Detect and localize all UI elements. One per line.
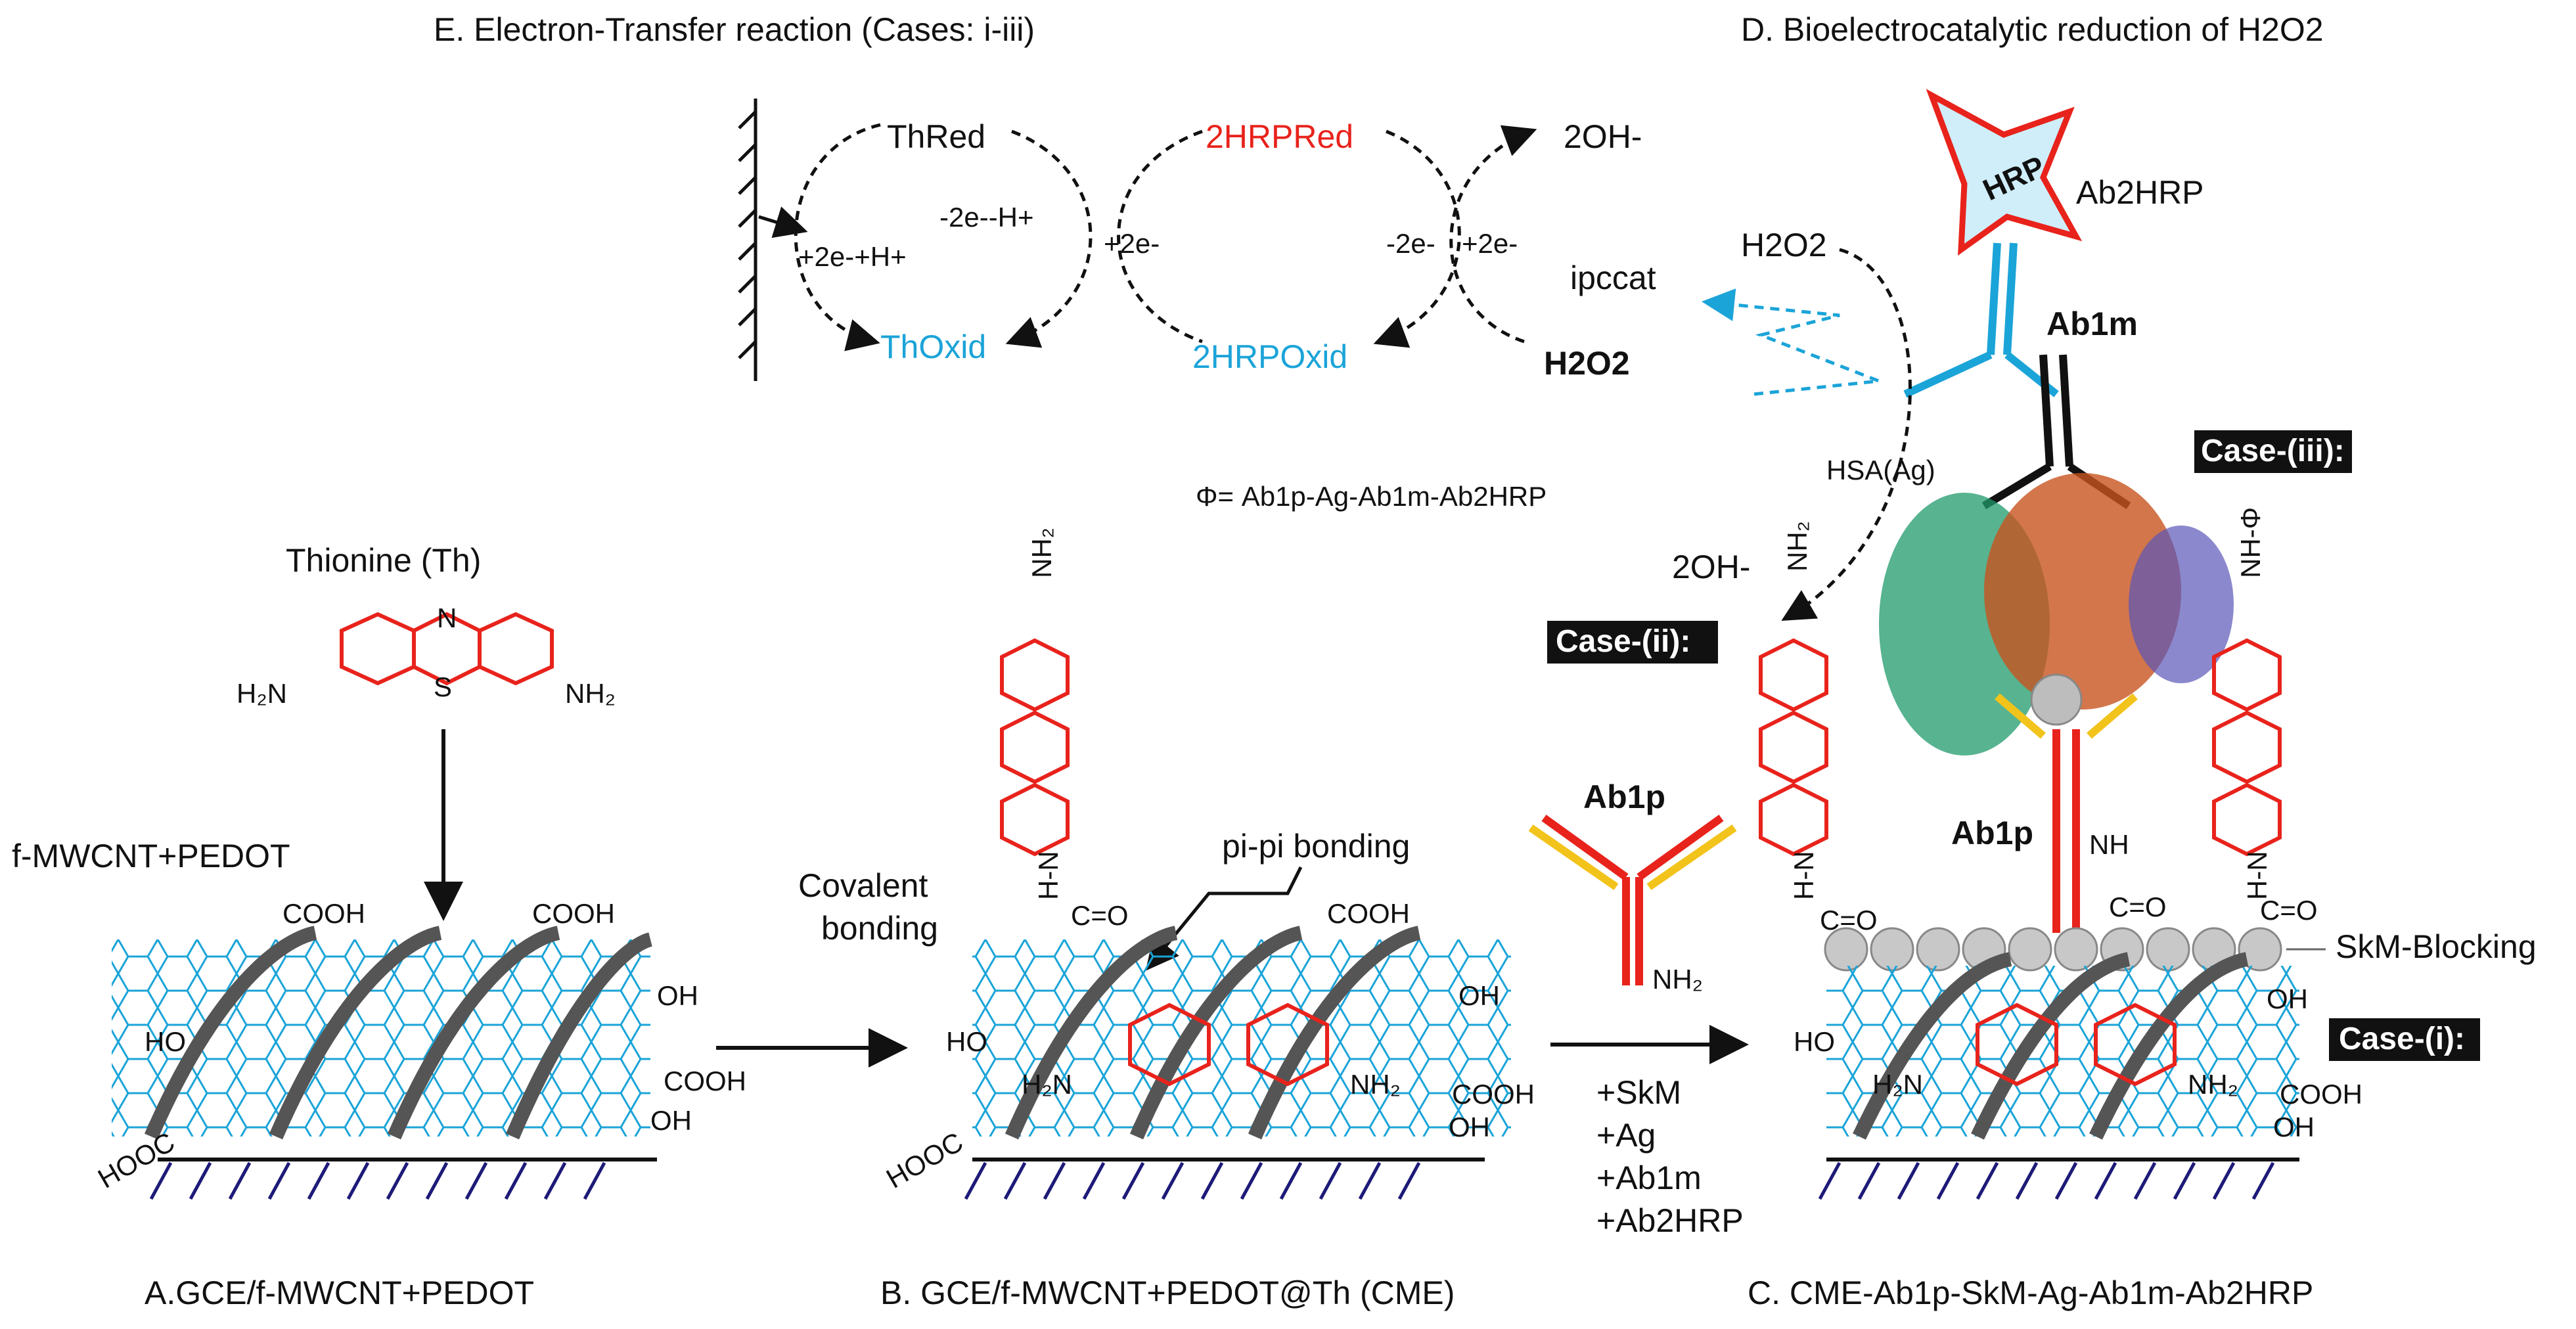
ipc-cat: ipccat [1570, 259, 1656, 296]
step-3: +Ab1m [1596, 1160, 1702, 1196]
nh-b: H-N [1033, 851, 1064, 900]
nh2-b: NH₂ [1026, 528, 1057, 578]
case-i-badge [2329, 1018, 2480, 1061]
step-2: +Ag [1596, 1117, 1656, 1154]
nh2-b2: NH₂ [1350, 1069, 1401, 1100]
pi-pi-pointer [1145, 866, 1303, 971]
h2o2-substrate: H2O2 [1544, 345, 1630, 382]
nanotube-b [972, 926, 1511, 1140]
ab1p-label-bound: Ab1p [1951, 815, 2033, 851]
h2o2-top: H2O2 [1741, 227, 1827, 263]
h2n-b: H₂N [1022, 1069, 1072, 1100]
cooh-a3: COOH [664, 1066, 746, 1096]
covalent-label: Covalent [798, 867, 928, 904]
panel-d-title: D. Bioelectrocatalytic reduction of H2O2 [1741, 11, 2324, 48]
thionine-h2n: H₂N [237, 678, 287, 709]
nh-c2: H-N [2242, 851, 2272, 900]
nh2-c1: NH₂ [1782, 521, 1813, 572]
electrode-b [964, 1158, 1485, 1200]
case-ii-badge [1547, 621, 1718, 664]
cooh-a1: COOH [282, 898, 365, 929]
thionine-attached-b [1000, 638, 1070, 857]
ab1p-bound-antibody [1995, 693, 2138, 933]
e-step-5: +2e- [1462, 228, 1518, 259]
case-iii-badge [2194, 430, 2352, 473]
phi-definition: Φ= Ab1p-Ag-Ab1m-Ab2HRP [1196, 481, 1547, 512]
cooh-c1: COOH [2280, 1079, 2362, 1110]
thionine-n: N [437, 602, 457, 633]
step-1: +SkM [1596, 1074, 1681, 1111]
nh2-c: NH₂ [2188, 1069, 2238, 1100]
f-mwcnt-label: f-MWCNT+PEDOT [12, 838, 290, 874]
nh-phi-c2: NH-Φ [2235, 507, 2266, 578]
ho-c: HO [1794, 1026, 1835, 1057]
skm-blocking-spheres [1824, 927, 2282, 972]
th-oxid: ThOxid [880, 328, 986, 365]
case-ii-text: Case-(ii): [1556, 624, 1690, 659]
nh-c1: H-N [1788, 851, 1819, 900]
case-iii-text: Case-(iii): [2201, 434, 2345, 468]
oh-c1: OH [2267, 983, 2308, 1014]
panel-c-caption: C. CME-Ab1p-SkM-Ag-Ab1m-Ab2HRP [1748, 1274, 2313, 1311]
electrode-c [1818, 1158, 2299, 1200]
cooh-a2: COOH [532, 898, 615, 929]
ab1p-label-free: Ab1p [1583, 778, 1665, 815]
e-step-2: -2e--H+ [939, 202, 1034, 233]
ho-b: HO [946, 1026, 987, 1057]
thionine-molecule [340, 612, 554, 686]
ab1p-nh2: NH₂ [1652, 964, 1703, 995]
nanotube-c [1826, 952, 2299, 1140]
oh-product: 2OH- [1564, 118, 1642, 155]
skm-label: SkM-Blocking [2336, 928, 2537, 965]
thionine-title: Thionine (Th) [286, 542, 481, 579]
cooh-b3: HOOC [881, 1126, 968, 1194]
thionine-attached-c1 [1759, 638, 1828, 857]
panel-b-caption: B. GCE/f-MWCNT+PEDOT@Th (CME) [880, 1274, 1455, 1311]
pi-pi-label: pi-pi bonding [1222, 828, 1410, 865]
oh-minus: 2OH- [1672, 549, 1750, 585]
co-c3: C=O [2109, 891, 2167, 922]
hrp-star: HRP [1926, 89, 2083, 256]
cooh-b2: COOH [1452, 1079, 1535, 1110]
th-red: ThRed [887, 118, 985, 155]
ab1p-free-antibody [1528, 815, 1737, 985]
thionine-s: S [434, 671, 452, 702]
electrode-hatch-e [738, 99, 757, 381]
oh-b1: OH [1458, 980, 1500, 1011]
ho-a: HO [145, 1026, 186, 1057]
oh-c2: OH [2273, 1112, 2315, 1142]
panel-e-title: E. Electron-Transfer reaction (Cases: i-… [434, 11, 1035, 48]
oh-a1: OH [657, 980, 698, 1011]
oh-b2: OH [1449, 1112, 1490, 1142]
thionine-nh2: NH₂ [565, 678, 616, 709]
panel-a-caption: A.GCE/f-MWCNT+PEDOT [145, 1274, 534, 1311]
ab2-antibody [1903, 242, 2059, 398]
ab1m-label: Ab1m [2046, 305, 2138, 342]
electrode-a [149, 1158, 657, 1200]
thionine-attached-c2 [2212, 638, 2282, 857]
hrp-oxid: 2HRPOxid [1192, 338, 1347, 375]
e-step-4: -2e- [1386, 228, 1435, 259]
case-i-text: Case-(i): [2339, 1022, 2465, 1056]
h2n-c: H₂N [1872, 1069, 1923, 1100]
co-b: C=O [1071, 900, 1129, 931]
cooh-b1: COOH [1327, 898, 1410, 929]
nh-c3: NH [2089, 829, 2129, 860]
signal-zigzag [1702, 288, 1880, 396]
bonding-label: bonding [821, 910, 938, 947]
step-4: +Ab2HRP [1596, 1202, 1744, 1239]
hrp-red: 2HRPRed [1206, 118, 1353, 155]
e-step-3: +2e- [1104, 228, 1160, 259]
ab2hrp-label: Ab2HRP [2076, 174, 2204, 211]
hsa-protein-blob [1879, 473, 2234, 755]
hsa-label: HSA(Ag) [1826, 455, 1935, 485]
oh-a2: OH [650, 1105, 692, 1136]
e-step-1: +2e-+H+ [798, 241, 907, 272]
co-c2: C=O [2260, 895, 2318, 926]
nanotube-a [112, 926, 653, 1140]
